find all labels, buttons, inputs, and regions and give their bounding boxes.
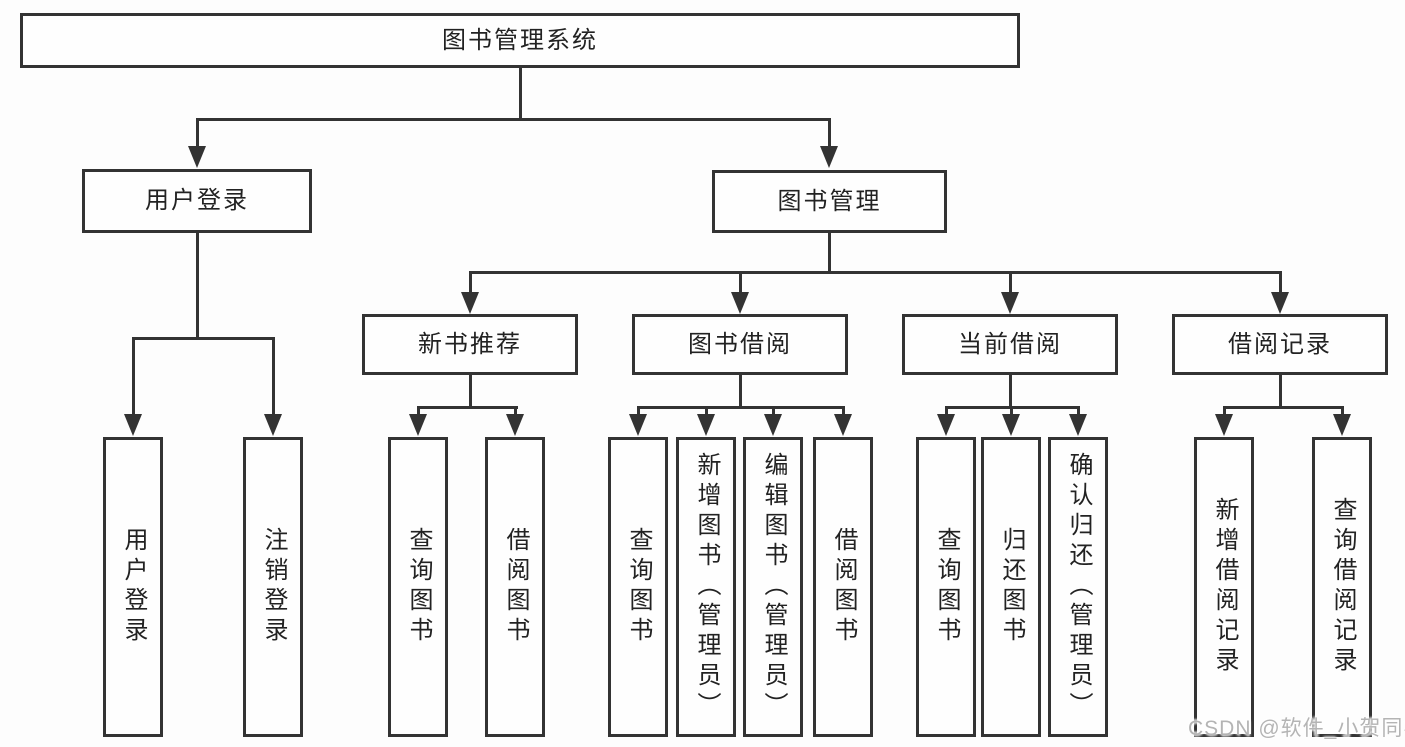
arrow-to-leaf-login xyxy=(124,414,142,436)
node-borrowing-records: 借阅记录 xyxy=(1172,314,1388,375)
arrow-cur-1 xyxy=(937,414,955,436)
connector-user-login-down xyxy=(196,233,199,339)
leaf-edit-books-admin: 编辑图书（管理员） xyxy=(743,437,803,737)
leaf-return-books: 归还图书 xyxy=(981,437,1041,737)
arrow-to-leaf-logout xyxy=(264,414,282,436)
arrow-bor-1 xyxy=(629,414,647,436)
connector-stub-leaf-logout xyxy=(272,337,275,416)
connector-current-down xyxy=(1009,375,1012,408)
connector-records-down xyxy=(1279,375,1282,408)
arrow-bor-4 xyxy=(834,414,852,436)
connector-recommend-down xyxy=(469,375,472,408)
leaf-search-books-recommend: 查询图书 xyxy=(388,437,448,737)
arrow-rec-1 xyxy=(409,414,427,436)
leaf-search-books-borrowing: 查询图书 xyxy=(608,437,668,737)
arrow-cur-3 xyxy=(1069,414,1087,436)
arrow-bor-2 xyxy=(697,414,715,436)
connector-stub-recd-2 xyxy=(1341,406,1344,418)
connector-stub-recd-1 xyxy=(1223,406,1226,418)
arrow-to-current xyxy=(1001,292,1019,314)
connector-user-login-split xyxy=(132,337,275,340)
arrow-recd-2 xyxy=(1333,414,1351,436)
leaf-borrow-books: 借阅图书 xyxy=(813,437,873,737)
connector-stub-rec-1 xyxy=(417,406,420,418)
connector-stub-bor-2 xyxy=(705,406,708,418)
connector-recommend-split xyxy=(417,406,518,409)
connector-root-down xyxy=(519,68,522,120)
connector-level2-split xyxy=(196,118,831,121)
connector-stub-current xyxy=(1009,271,1012,295)
arrow-to-borrowing xyxy=(731,292,749,314)
arrow-recd-1 xyxy=(1215,414,1233,436)
arrow-cur-2 xyxy=(1002,414,1020,436)
connector-stub-cur-3 xyxy=(1077,406,1080,418)
arrow-to-user-login xyxy=(188,146,206,168)
node-new-book-recommendation: 新书推荐 xyxy=(362,314,578,375)
csdn-watermark: CSDN @软件_小贺同学 xyxy=(1188,717,1405,740)
connector-stub-recommend xyxy=(469,271,472,295)
connector-borrowing-down xyxy=(739,375,742,408)
connector-stub-leaf-login xyxy=(132,337,135,416)
node-user-login: 用户登录 xyxy=(82,169,312,233)
leaf-search-borrow-record: 查询借阅记录 xyxy=(1312,437,1372,737)
node-book-management: 图书管理 xyxy=(712,170,947,233)
leaf-borrow-books-recommend: 借阅图书 xyxy=(485,437,545,737)
connector-borrowing-split xyxy=(637,406,845,409)
node-root-library-system: 图书管理系统 xyxy=(20,13,1020,68)
node-current-borrowing: 当前借阅 xyxy=(902,314,1118,375)
connector-stub-rec-2 xyxy=(514,406,517,418)
arrow-to-book-mgmt xyxy=(820,146,838,168)
arrow-to-records xyxy=(1271,292,1289,314)
leaf-search-books-current: 查询图书 xyxy=(916,437,976,737)
leaf-user-login: 用户登录 xyxy=(103,437,163,737)
leaf-logout: 注销登录 xyxy=(243,437,303,737)
node-book-borrowing: 图书借阅 xyxy=(632,314,848,375)
connector-book-mgmt-down xyxy=(828,233,831,273)
connector-level3-split xyxy=(469,271,1282,274)
connector-stub-bor-1 xyxy=(637,406,640,418)
connector-stub-bor-4 xyxy=(842,406,845,418)
arrow-rec-2 xyxy=(506,414,524,436)
connector-records-split xyxy=(1223,406,1344,409)
connector-stub-bor-3 xyxy=(772,406,775,418)
connector-stub-cur-2 xyxy=(1010,406,1013,418)
connector-stub-book-mgmt xyxy=(828,118,831,148)
leaf-add-borrow-record: 新增借阅记录 xyxy=(1194,437,1254,737)
leaf-confirm-return-admin: 确认归还（管理员） xyxy=(1048,437,1108,737)
arrow-bor-3 xyxy=(764,414,782,436)
connector-stub-cur-1 xyxy=(945,406,948,418)
connector-stub-user-login xyxy=(196,118,199,148)
connector-stub-borrowing xyxy=(739,271,742,295)
connector-stub-records xyxy=(1279,271,1282,295)
arrow-to-recommend xyxy=(461,292,479,314)
leaf-add-books-admin: 新增图书（管理员） xyxy=(676,437,736,737)
